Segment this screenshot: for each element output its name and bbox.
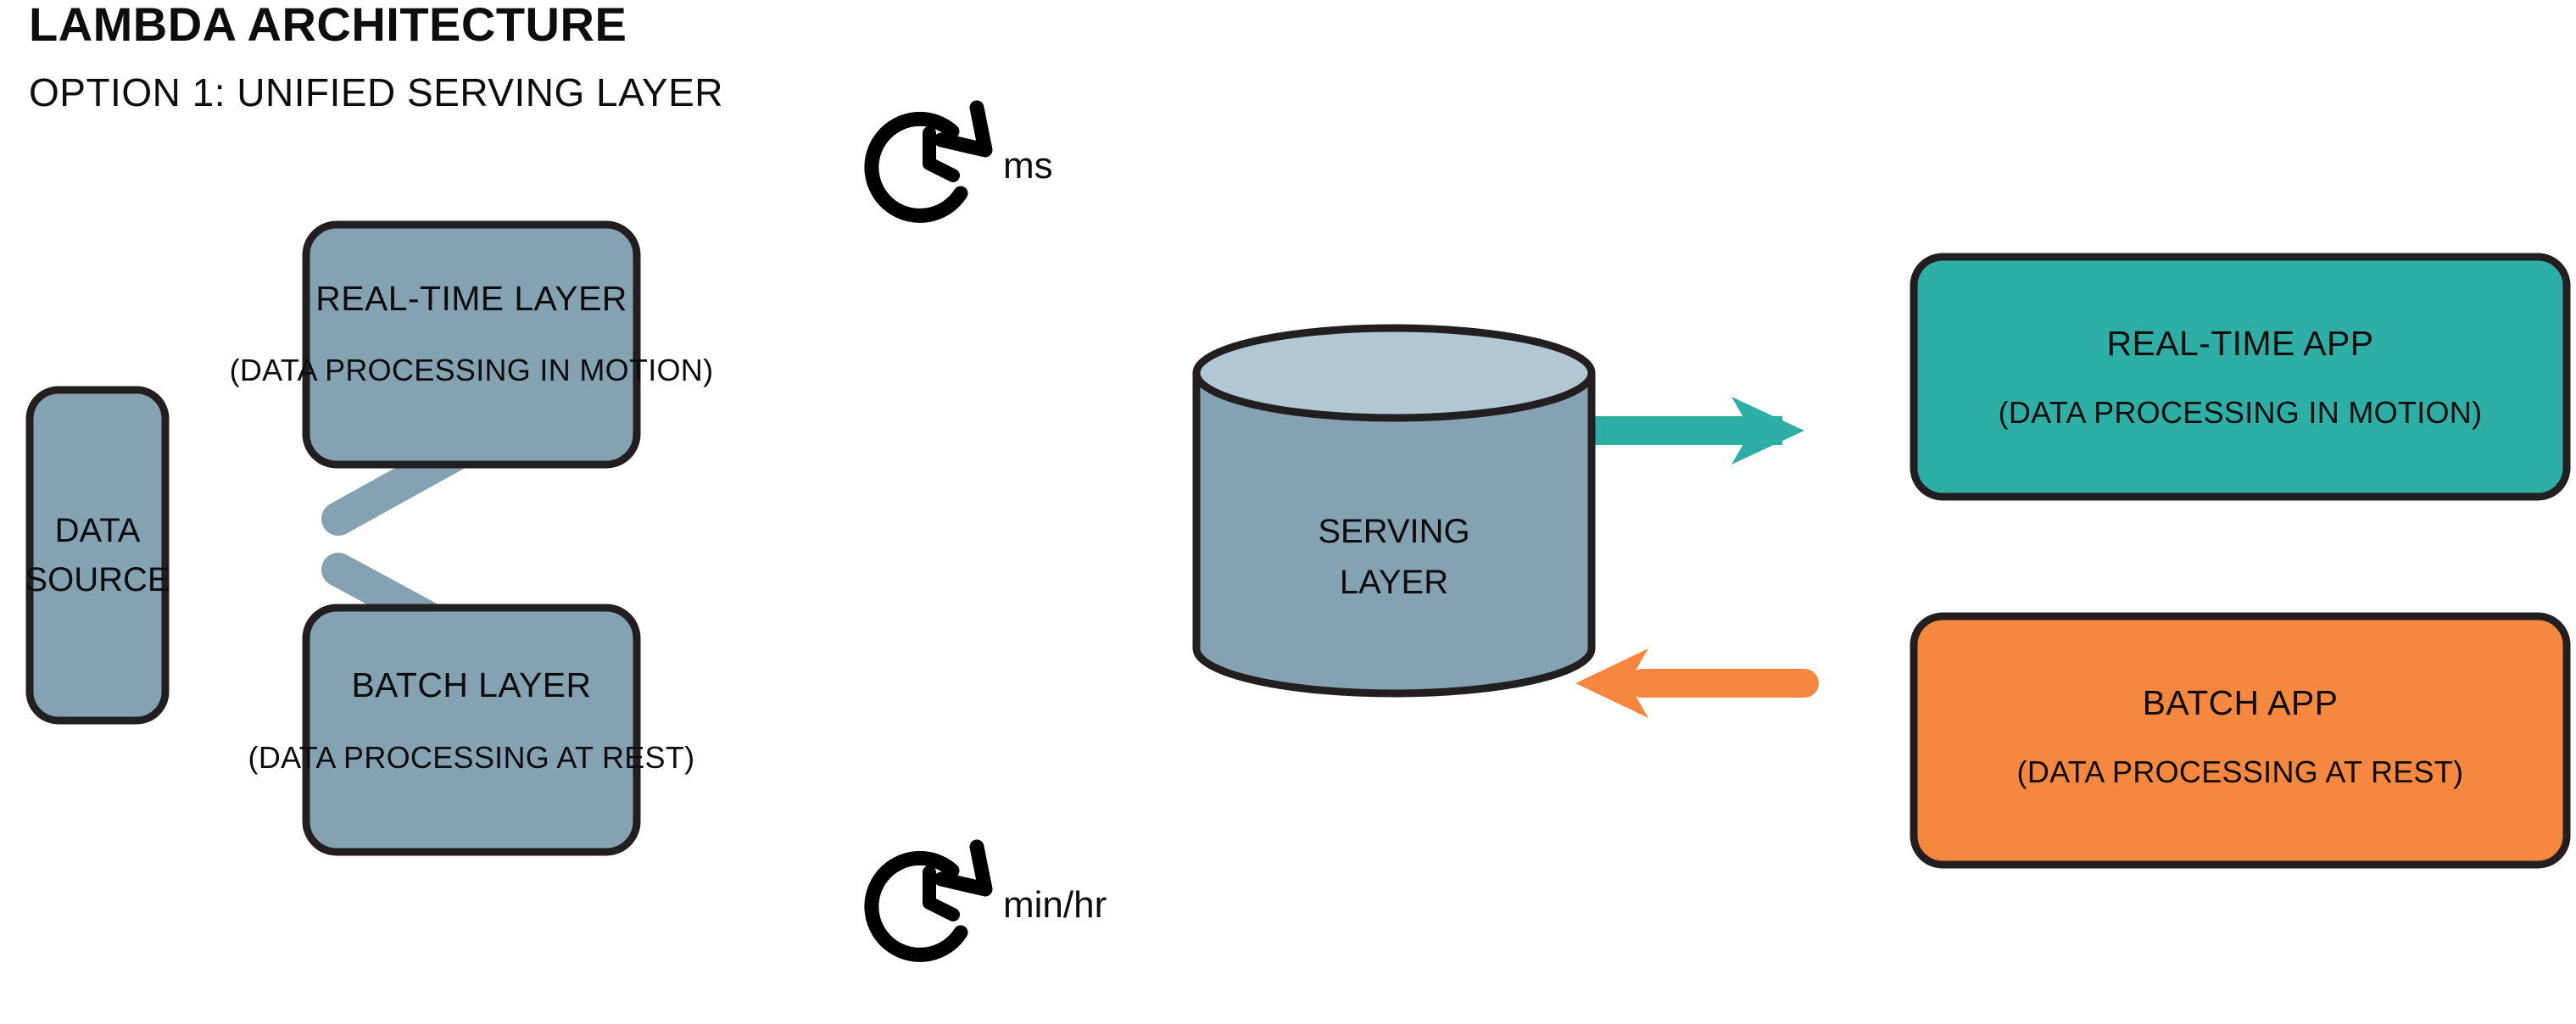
batch-latency-label: min/hr bbox=[1003, 884, 1107, 926]
realtime-latency-label: ms bbox=[1003, 145, 1053, 186]
arrow-batch-app-to-serving bbox=[1575, 648, 1819, 718]
node-data-source[interactable]: DATA SOURCE bbox=[25, 386, 170, 725]
node-serving-layer[interactable]: SERVING LAYER bbox=[1192, 324, 1596, 698]
page-title: LAMBDA ARCHITECTURE bbox=[29, 0, 627, 51]
batch-app-subtitle: (DATA PROCESSING AT REST) bbox=[2017, 754, 2464, 789]
clock-arrow-icon-batch: min/hr bbox=[864, 839, 1107, 962]
page-subtitle: OPTION 1: UNIFIED SERVING LAYER bbox=[29, 70, 723, 114]
node-batch-app[interactable]: BATCH APP (DATA PROCESSING AT REST) bbox=[1910, 612, 2571, 869]
node-realtime-app[interactable]: REAL-TIME APP (DATA PROCESSING IN MOTION… bbox=[1910, 253, 2571, 501]
node-batch-layer[interactable]: BATCH LAYER (DATA PROCESSING AT REST) bbox=[248, 604, 695, 856]
batch-layer-title: BATCH LAYER bbox=[351, 665, 591, 704]
realtime-app-subtitle: (DATA PROCESSING IN MOTION) bbox=[1999, 395, 2483, 430]
serving-layer-label-line2: LAYER bbox=[1340, 564, 1448, 601]
serving-layer-label-line1: SERVING bbox=[1318, 513, 1469, 550]
data-source-label-line1: DATA bbox=[55, 512, 141, 549]
arrow-serving-to-realtime-app bbox=[1579, 397, 1804, 465]
batch-layer-subtitle: (DATA PROCESSING AT REST) bbox=[248, 740, 695, 775]
realtime-app-title: REAL-TIME APP bbox=[2106, 324, 2373, 363]
realtime-layer-subtitle: (DATA PROCESSING IN MOTION) bbox=[230, 353, 714, 387]
batch-app-title: BATCH APP bbox=[2143, 683, 2339, 722]
clock-arrow-icon-realtime: ms bbox=[864, 100, 1053, 223]
data-source-label-line2: SOURCE bbox=[25, 561, 170, 598]
node-realtime-layer[interactable]: REAL-TIME LAYER (DATA PROCESSING IN MOTI… bbox=[230, 220, 714, 469]
realtime-layer-title: REAL-TIME LAYER bbox=[315, 279, 627, 318]
